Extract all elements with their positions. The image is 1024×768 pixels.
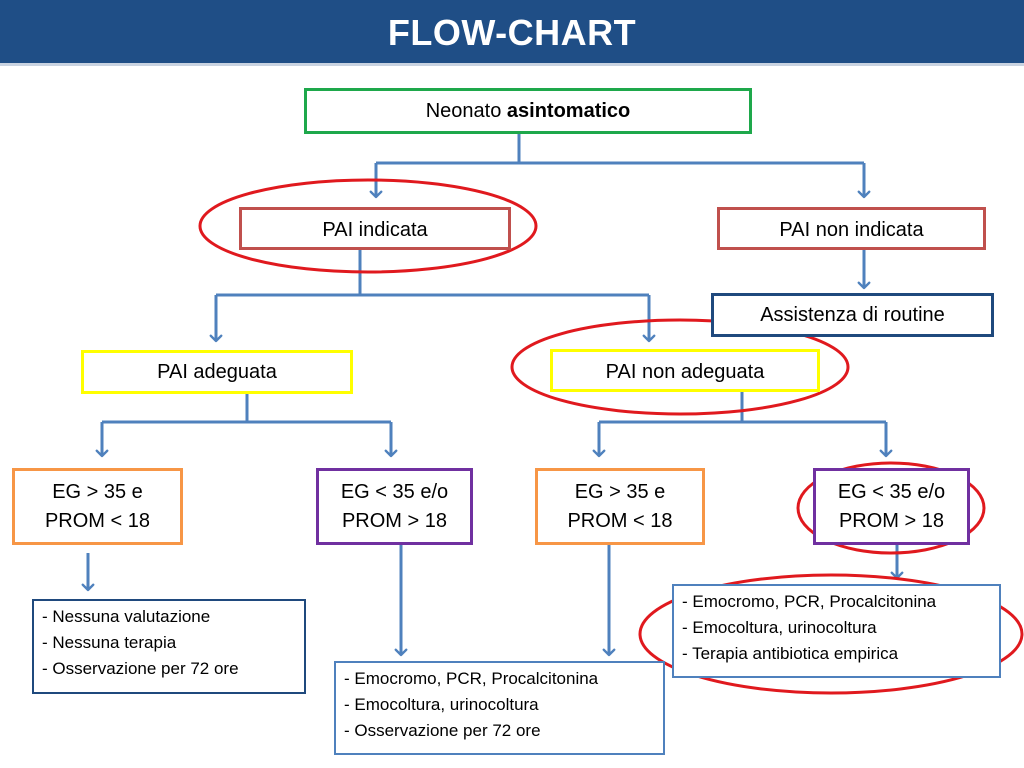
outcome-box-right: - Emocromo, PCR, Procalcitonina - Emocol… bbox=[672, 584, 1001, 678]
outcome-box-middle: - Emocromo, PCR, Procalcitonina - Emocol… bbox=[334, 661, 665, 755]
node-eg-3-line2: PROM < 18 bbox=[567, 509, 673, 532]
highlight-ellipse-eg4 bbox=[796, 461, 986, 555]
node-pai-non-adeguata-label: PAI non adeguata bbox=[605, 361, 765, 383]
outcome-right-item: - Emocoltura, urinocoltura bbox=[682, 618, 877, 637]
node-pai-non-adeguata: PAI non adeguata bbox=[550, 349, 820, 392]
node-neonato-label: Neonato bbox=[425, 99, 507, 122]
outcome-right-item: - Emocromo, PCR, Procalcitonina bbox=[682, 592, 937, 611]
node-eg-2: EG < 35 e/o PROM > 18 bbox=[316, 468, 473, 545]
outcome-middle-item: - Emocoltura, urinocoltura bbox=[344, 695, 539, 714]
node-pai-adeguata: PAI adeguata bbox=[81, 350, 353, 394]
page-title: FLOW-CHART bbox=[387, 12, 637, 53]
node-eg-2-line1: EG < 35 e/o bbox=[340, 480, 449, 503]
node-eg-1-line1: EG > 35 e bbox=[52, 480, 143, 503]
title-bar: FLOW-CHART bbox=[0, 0, 1024, 66]
node-neonato-bold: asintomatico bbox=[506, 99, 631, 122]
outcome-left-item: - Nessuna valutazione bbox=[42, 607, 211, 626]
node-eg-1-line2: PROM < 18 bbox=[44, 509, 151, 532]
node-assistenza-label: Assistenza di routine bbox=[760, 303, 945, 326]
node-pai-non-indicata-label: PAI non indicata bbox=[779, 219, 924, 241]
node-eg-3-line1: EG > 35 e bbox=[574, 480, 666, 503]
node-eg-3: EG > 35 e PROM < 18 bbox=[535, 468, 705, 545]
node-pai-indicata-label: PAI indicata bbox=[322, 219, 428, 241]
highlight-ellipse-pai-indicata bbox=[198, 178, 538, 274]
highlight-ellipse-outcome-right bbox=[638, 573, 1024, 695]
outcome-middle-item: - Osservazione per 72 ore bbox=[344, 721, 541, 740]
node-neonato-asintomatico: Neonato asintomatico bbox=[304, 88, 752, 134]
highlight-ellipse-pai-non-adeguata bbox=[510, 318, 850, 416]
node-eg-2-line2: PROM > 18 bbox=[341, 509, 448, 532]
node-pai-indicata: PAI indicata bbox=[239, 207, 511, 250]
outcome-right-item: - Terapia antibiotica empirica bbox=[682, 644, 899, 663]
node-eg-1: EG > 35 e PROM < 18 bbox=[12, 468, 183, 545]
outcome-left-item: - Osservazione per 72 ore bbox=[42, 659, 239, 678]
node-eg-4-line2: PROM > 18 bbox=[838, 509, 945, 532]
node-pai-non-indicata: PAI non indicata bbox=[717, 207, 986, 250]
node-pai-adeguata-label: PAI adeguata bbox=[157, 360, 277, 383]
node-assistenza-di-routine: Assistenza di routine bbox=[711, 293, 994, 337]
outcome-left-item: - Nessuna terapia bbox=[42, 633, 177, 652]
outcome-middle-item: - Emocromo, PCR, Procalcitonina bbox=[344, 669, 599, 688]
node-eg-4: EG < 35 e/o PROM > 18 bbox=[813, 468, 970, 545]
node-eg-4-line1: EG < 35 e/o bbox=[837, 480, 946, 503]
outcome-box-left: - Nessuna valutazione - Nessuna terapia … bbox=[32, 599, 306, 694]
